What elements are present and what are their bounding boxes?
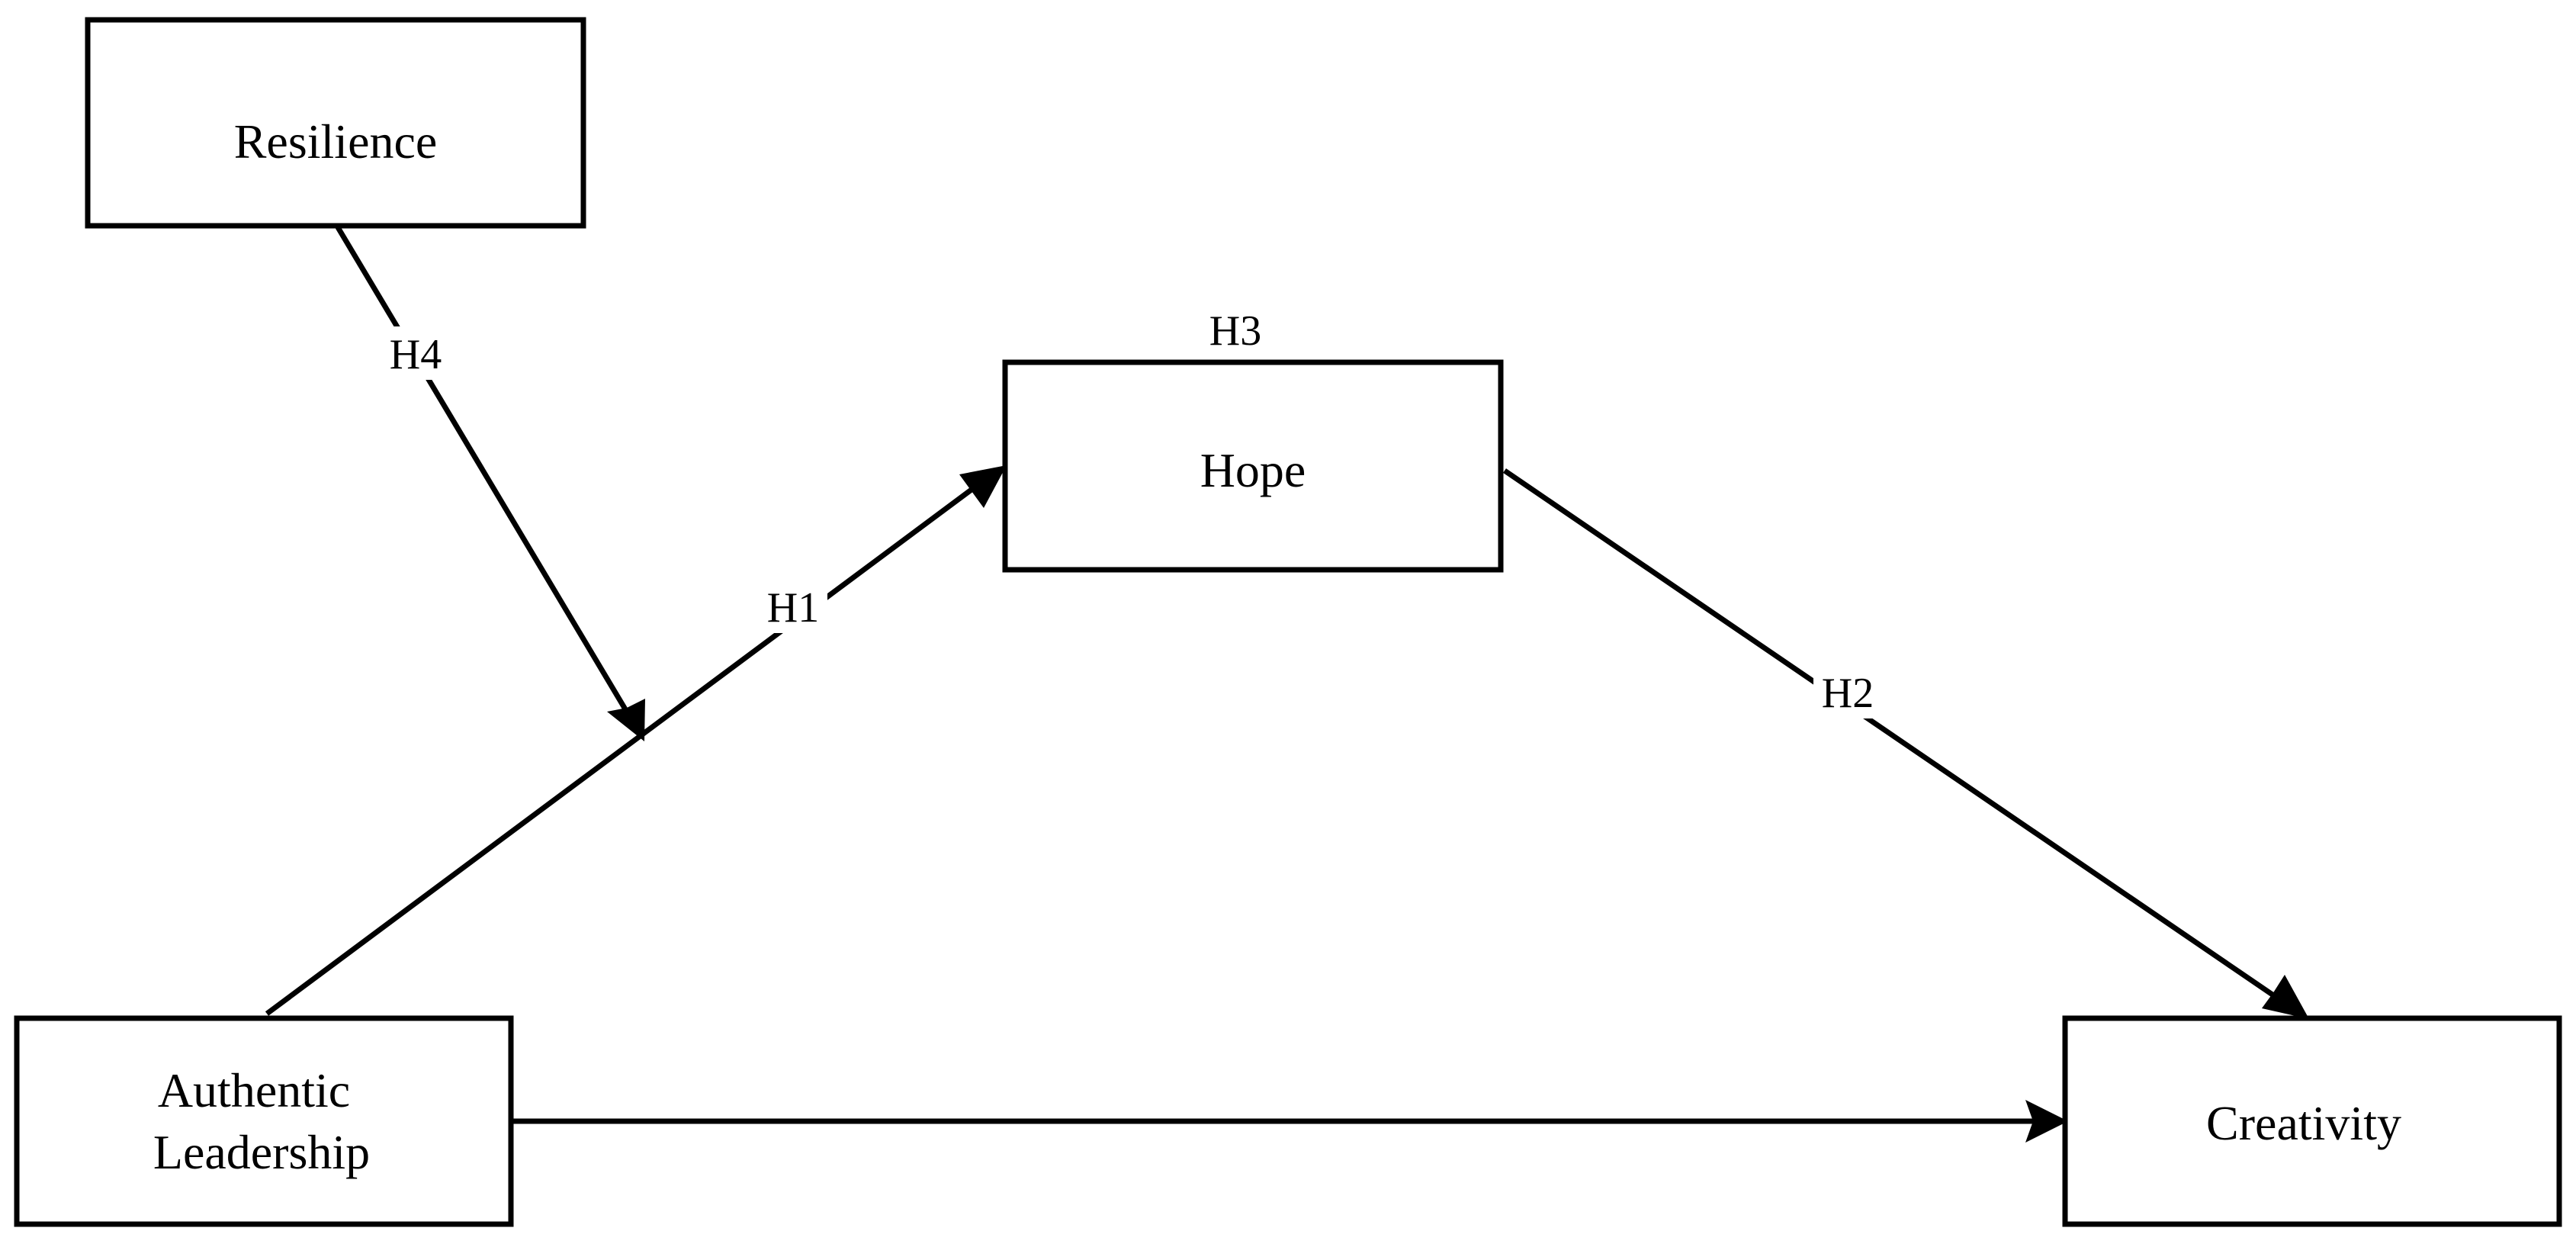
svg-text:H3: H3 bbox=[1209, 307, 1261, 355]
arrowhead-creativity-left bbox=[2025, 1100, 2068, 1143]
svg-text:Resilience: Resilience bbox=[234, 114, 438, 169]
arrowhead-hope bbox=[959, 465, 1007, 508]
svg-text:H1: H1 bbox=[767, 584, 819, 632]
edge-authentic-leadership-to-creativity bbox=[512, 1100, 2068, 1143]
hypothesis-label-h3: H3 bbox=[1209, 307, 1261, 355]
arrowhead-creativity-top bbox=[2262, 975, 2309, 1019]
svg-text:Creativity: Creativity bbox=[2206, 1096, 2401, 1150]
svg-text:Authentic: Authentic bbox=[158, 1063, 350, 1117]
arrowhead-moderation bbox=[607, 699, 645, 741]
svg-text:H4: H4 bbox=[390, 331, 442, 378]
node-authentic-leadership: Authentic Leadership bbox=[14, 1015, 514, 1227]
svg-text:Leadership: Leadership bbox=[153, 1125, 370, 1179]
node-hope: Hope bbox=[1002, 359, 1504, 573]
edge-hope-to-creativity bbox=[1503, 468, 2309, 1019]
edge-resilience-moderation bbox=[335, 226, 645, 741]
node-creativity: Creativity bbox=[2062, 1015, 2562, 1227]
edge-authentic-leadership-to-hope bbox=[265, 465, 1007, 1016]
svg-text:H2: H2 bbox=[1822, 670, 1874, 717]
hypothesis-label-h4: H4 bbox=[381, 326, 450, 380]
hypothesis-label-h2: H2 bbox=[1813, 665, 1882, 718]
svg-text:Hope: Hope bbox=[1200, 443, 1306, 497]
node-resilience: Resilience bbox=[85, 17, 586, 229]
hypothesis-label-h1: H1 bbox=[759, 580, 827, 633]
